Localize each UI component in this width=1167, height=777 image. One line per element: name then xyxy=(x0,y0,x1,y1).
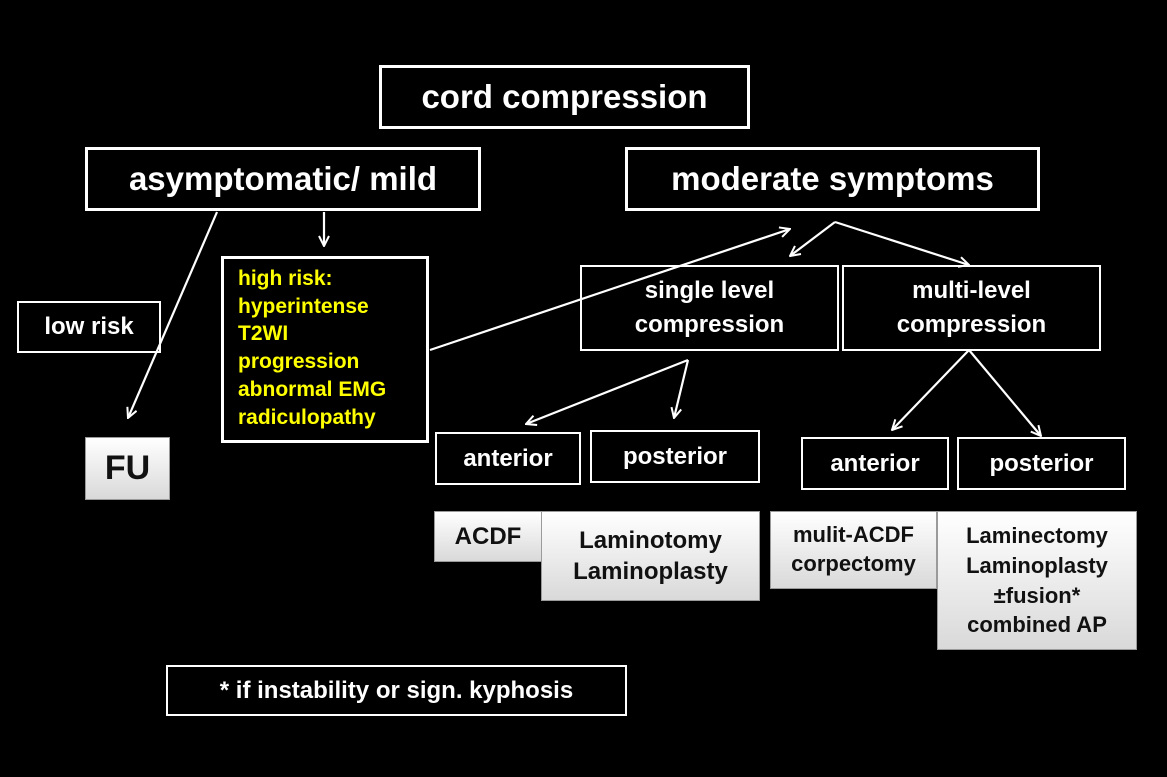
high-risk-node: high risk: hyperintense T2WI progression… xyxy=(221,256,429,443)
low-risk-node: low risk xyxy=(17,301,161,353)
arrow-moderate-to-multi xyxy=(834,220,969,265)
fu-node: FU xyxy=(85,437,170,500)
arrow-moderate-to-single xyxy=(790,221,836,256)
single-posterior-node: posterior xyxy=(590,430,760,483)
arrow-multi-to-posterior xyxy=(968,349,1041,436)
arrow-single-to-posterior xyxy=(674,359,690,418)
laminotomy-treatment: Laminotomy Laminoplasty xyxy=(541,511,760,601)
multi-posterior-node: posterior xyxy=(957,437,1126,490)
arrow-high-risk-to-moderate xyxy=(429,229,790,352)
acdf-treatment: ACDF xyxy=(434,511,542,562)
single-anterior-node: anterior xyxy=(435,432,581,485)
arrow-multi-to-anterior xyxy=(892,349,970,430)
multi-level-node: multi-level compression xyxy=(842,265,1101,351)
multi-anterior-node: anterior xyxy=(801,437,949,490)
arrow-single-to-anterior xyxy=(526,358,689,424)
cord-compression-node: cord compression xyxy=(379,65,750,129)
arrow-mild-to-fu xyxy=(128,211,219,418)
laminectomy-treatment: Laminectomy Laminoplasty ±fusion* combin… xyxy=(937,511,1137,650)
asymptomatic-mild-node: asymptomatic/ mild xyxy=(85,147,481,211)
single-level-node: single level compression xyxy=(580,265,839,351)
footnote: * if instability or sign. kyphosis xyxy=(166,665,627,716)
multi-acdf-treatment: mulit-ACDF corpectomy xyxy=(770,511,937,589)
moderate-symptoms-node: moderate symptoms xyxy=(625,147,1040,211)
